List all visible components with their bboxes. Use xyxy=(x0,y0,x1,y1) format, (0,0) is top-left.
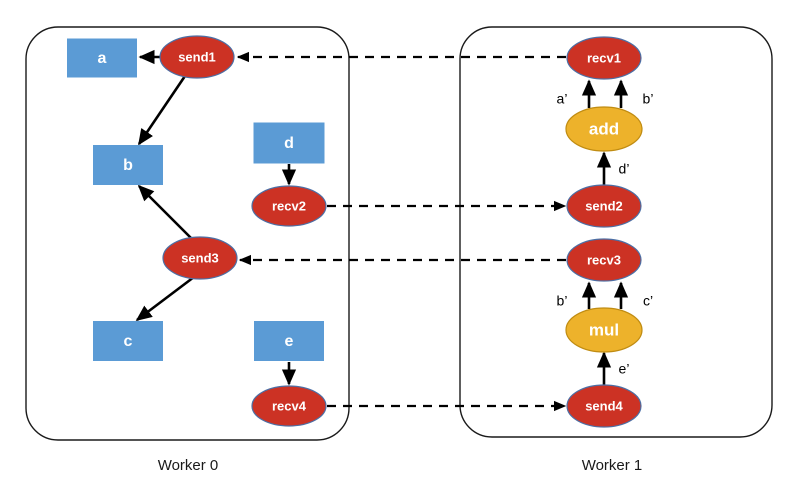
edge-label-mul-to-recv3-b: b’ xyxy=(557,293,568,309)
node-shape-recv4 xyxy=(251,385,327,427)
edges-layer xyxy=(135,49,629,412)
node-shape-send2 xyxy=(566,184,642,228)
node-shape-recv2 xyxy=(251,185,327,227)
nodes-layer: a send1 b d recv2 send3 c e recv4 recv1 add send2 re… xyxy=(67,35,643,428)
node-send2[interactable]: send2 xyxy=(566,184,642,228)
worker-captions: Worker 0 Worker 1 xyxy=(158,457,643,474)
node-shape-e xyxy=(254,321,324,361)
worker-containers xyxy=(25,26,773,441)
node-shape-recv3 xyxy=(566,238,642,282)
edge-label-add-to-recv1-a: a’ xyxy=(557,91,568,107)
worker-caption-0: Worker 0 xyxy=(158,457,219,474)
node-a[interactable]: a xyxy=(67,38,137,78)
node-recv2[interactable]: recv2 xyxy=(251,185,327,227)
node-send3[interactable]: send3 xyxy=(162,236,238,280)
edge-label-send4-to-mul: e’ xyxy=(619,361,630,377)
node-shape-add xyxy=(565,106,643,152)
node-shape-send4 xyxy=(566,384,642,428)
node-send1[interactable]: send1 xyxy=(159,35,235,79)
node-shape-send3 xyxy=(162,236,238,280)
node-mul[interactable]: mul xyxy=(565,307,643,353)
worker-container-0 xyxy=(25,26,350,441)
edge-send3-to-b xyxy=(137,184,194,241)
node-recv3[interactable]: recv3 xyxy=(566,238,642,282)
node-shape-d xyxy=(253,122,325,164)
node-recv4[interactable]: recv4 xyxy=(251,385,327,427)
edge-send1-to-b xyxy=(137,75,187,146)
node-shape-mul xyxy=(565,307,643,353)
node-d[interactable]: d xyxy=(253,122,325,164)
node-shape-a xyxy=(67,38,137,78)
node-shape-send1 xyxy=(159,35,235,79)
node-e[interactable]: e xyxy=(254,321,324,361)
node-c[interactable]: c xyxy=(93,321,163,361)
edge-send3-to-c xyxy=(135,275,195,322)
edge-label-send2-to-add: d’ xyxy=(619,161,630,177)
node-send4[interactable]: send4 xyxy=(566,384,642,428)
worker-caption-1: Worker 1 xyxy=(582,457,643,474)
node-recv1[interactable]: recv1 xyxy=(566,36,642,80)
node-b[interactable]: b xyxy=(93,145,163,185)
worker-container-1 xyxy=(459,26,773,438)
edge-label-add-to-recv1-b: b’ xyxy=(643,91,654,107)
node-shape-recv1 xyxy=(566,36,642,80)
node-shape-c xyxy=(93,321,163,361)
node-add[interactable]: add xyxy=(565,106,643,152)
node-shape-b xyxy=(93,145,163,185)
edge-label-mul-to-recv3-c: c’ xyxy=(643,293,653,309)
